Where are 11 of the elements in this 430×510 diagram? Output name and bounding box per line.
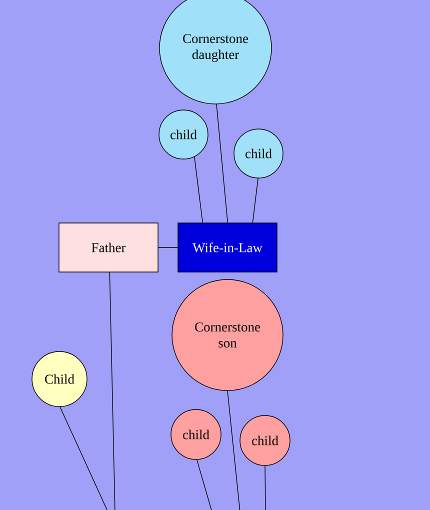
- connector-line: [227, 390, 240, 510]
- connector-line: [158, 247, 178, 248]
- person-box: Father: [58, 222, 158, 272]
- connector-line: [194, 156, 203, 223]
- connector-line: [109, 272, 116, 510]
- person-box: Wife-in-Law: [178, 222, 278, 272]
- connector-line: [216, 104, 228, 223]
- connector-line: [196, 459, 212, 510]
- connector-line: [60, 406, 108, 510]
- connector-line: [264, 466, 266, 510]
- connector-line: [252, 178, 258, 223]
